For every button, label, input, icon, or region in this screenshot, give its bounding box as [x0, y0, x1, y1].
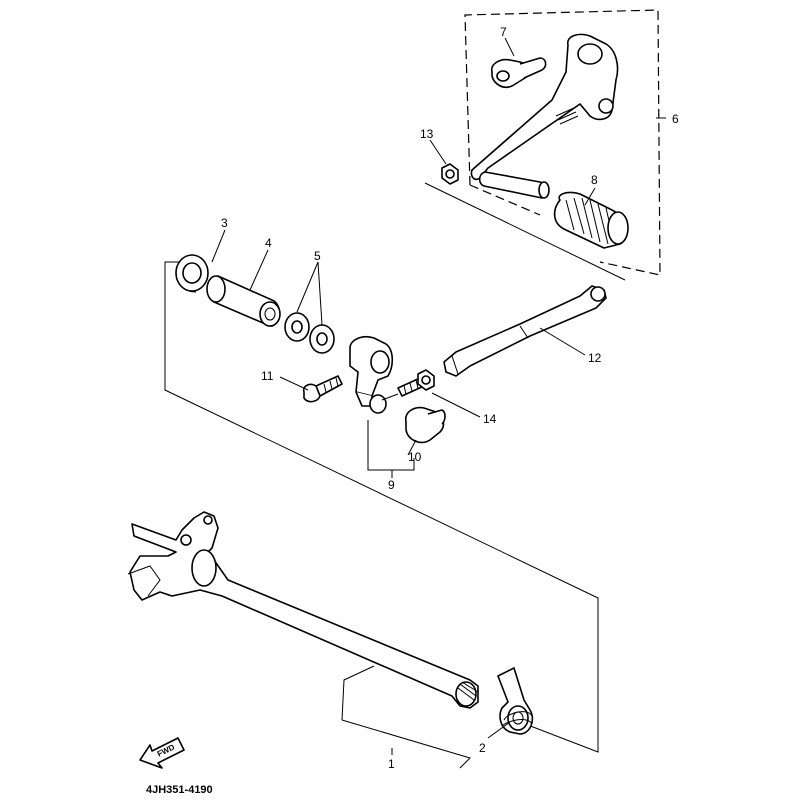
part-4-collar: [206, 275, 281, 327]
part-9-shift-arm: [349, 335, 399, 414]
callout-14: 14: [483, 412, 497, 426]
part-11-bolt: [302, 375, 343, 403]
callout-9: 9: [388, 478, 395, 492]
callout-7: 7: [500, 25, 507, 39]
leader-lines: [211, 37, 666, 769]
part-5-washers: [284, 312, 335, 354]
callout-13: 13: [420, 127, 434, 141]
callout-10: 10: [408, 450, 422, 464]
callout-8: 8: [591, 173, 598, 187]
callout-3: 3: [221, 216, 228, 230]
part-7-link-end: [490, 57, 547, 89]
callout-4: 4: [265, 236, 272, 250]
part-6-shift-pedal: [470, 33, 619, 199]
part-10-joint: [404, 406, 446, 444]
drawing-code: 4JH351-4190: [146, 784, 213, 796]
pedal-assembly-box: [464, 9, 661, 276]
callout-5: 5: [314, 249, 321, 263]
callout-6: 6: [672, 112, 679, 126]
fwd-direction-arrow: FWD: [139, 737, 185, 769]
part-2-torsion-spring: [497, 667, 534, 735]
part-3-oil-seal: [175, 254, 209, 293]
part-13-nut: [441, 163, 459, 185]
part-14-nut: [417, 369, 435, 391]
callout-11: 11: [261, 369, 274, 383]
callout-2: 2: [479, 741, 486, 755]
part-12-shift-rod: [443, 285, 607, 377]
callout-1: 1: [388, 757, 395, 771]
assembly-guide-lines: [164, 182, 626, 753]
part-8-pedal-rubber: [553, 191, 629, 249]
callout-numbers: 7 6 13 8 3 4 5 11 12 14 10 9 2 1: [221, 25, 679, 771]
part-1-shift-shaft: [127, 511, 479, 709]
callout-12: 12: [588, 351, 602, 365]
